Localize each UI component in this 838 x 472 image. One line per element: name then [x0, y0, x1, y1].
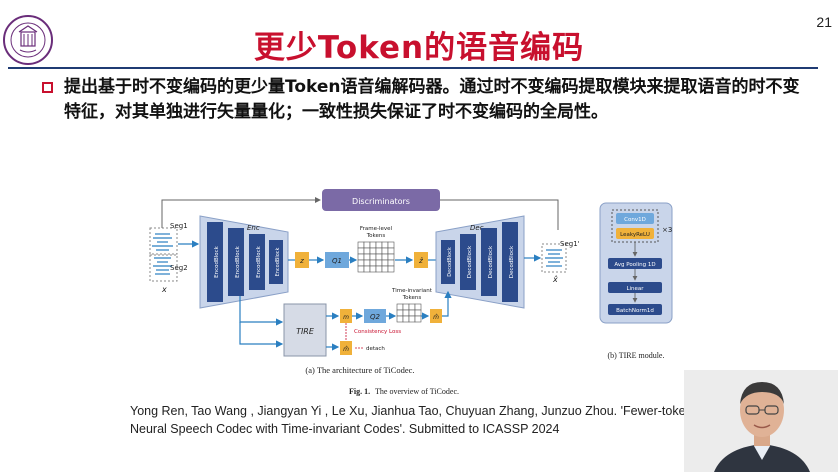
m-hat-box [430, 309, 442, 323]
consistency-loss-label: Consistency Loss [354, 329, 401, 335]
svg-text:EncodBlock: EncodBlock [256, 245, 262, 278]
svg-text:m̂: m̂ [433, 314, 439, 321]
slide-title: 更少Token的语音编码 [253, 30, 585, 66]
tire-block [283, 303, 327, 357]
svg-text:Q2: Q2 [370, 313, 381, 321]
svg-text:Q1: Q1 [332, 257, 342, 265]
conv1d-box [616, 213, 654, 224]
seg1-prime-box [541, 243, 567, 273]
svg-text:DecodBlock: DecodBlock [447, 247, 453, 277]
svg-text:z: z [299, 257, 304, 265]
repeat-count: ×3 [662, 226, 672, 234]
svg-text:BatchNorm1d: BatchNorm1d [616, 308, 654, 314]
svg-text:Linear: Linear [626, 286, 644, 292]
q1-box [325, 252, 349, 268]
enc-label: Enc [247, 224, 260, 232]
svg-text:m̂: m̂ [343, 346, 349, 353]
svg-text:Time-invariant: Time-invariant [391, 288, 433, 294]
seg1-box [149, 227, 178, 255]
bullet-icon [42, 82, 53, 93]
svg-text:m: m [343, 314, 349, 321]
decblock-4 [502, 222, 518, 302]
caption-a: (a) The architecture of TiCodec. [305, 365, 414, 375]
caption-b: (b) TIRE module. [608, 351, 665, 360]
reference-line-2: Neural Speech Codec with Time-invariant … [130, 422, 560, 436]
encblock-4 [269, 240, 283, 284]
svg-text:DecodBlock: DecodBlock [488, 245, 494, 278]
batchnorm-box [608, 304, 662, 315]
page-number: 21 [816, 14, 832, 30]
svg-text:EncodBlock: EncodBlock [235, 245, 241, 278]
seg2-box [149, 254, 178, 282]
output-x-hat-label: x̂ [552, 274, 558, 284]
detach-label: detach [366, 346, 385, 352]
decblock-1 [441, 240, 455, 284]
encblock-3 [249, 234, 265, 290]
output-waveform-icon [545, 249, 563, 267]
linear-box [608, 282, 662, 293]
svg-text:LeakyReLU: LeakyReLU [620, 232, 650, 238]
z-hat-box [414, 252, 428, 268]
svg-text:DecodBlock: DecodBlock [509, 245, 515, 278]
university-logo [3, 15, 53, 65]
discriminators-label: Discriminators [352, 197, 410, 206]
caption-fig-text: The overview of TiCodec. [375, 387, 459, 396]
leakyrelu-box [616, 228, 654, 239]
svg-text:Tokens: Tokens [366, 233, 386, 239]
seg1-prime-label: Seg1' [560, 240, 580, 248]
z-box [295, 252, 309, 268]
svg-text:DecodBlock: DecodBlock [467, 245, 473, 278]
svg-text:Conv1D: Conv1D [624, 217, 646, 223]
presenter-avatar [684, 370, 838, 472]
svg-text:EncodBlock: EncodBlock [275, 247, 281, 276]
discriminators-box [322, 189, 440, 211]
m-box [340, 309, 352, 323]
title-underline [8, 67, 818, 69]
frame-level-tokens-grid [357, 241, 395, 273]
presenter-webcam [684, 370, 838, 472]
svg-text:Frame-level: Frame-level [360, 226, 393, 232]
svg-text:EncodBlock: EncodBlock [214, 245, 220, 278]
seg1-label: Seg1 [170, 222, 188, 230]
encblock-2 [228, 228, 244, 296]
decblock-2 [460, 234, 476, 290]
svg-text:Avg Pooling 1D: Avg Pooling 1D [614, 262, 655, 268]
input-waveform-icon [152, 233, 173, 275]
dec-label: Dec [470, 224, 484, 232]
time-invariant-tokens-grid [396, 303, 422, 323]
decblock-3 [481, 228, 497, 296]
svg-text:Tokens: Tokens [402, 295, 422, 301]
svg-text:TIRE: TIRE [296, 327, 315, 336]
bullet-text: 提出基于时不变编码的更少量Token语音编解码器。通过时不变编码提取模块来提取语… [64, 77, 800, 122]
reference-line-1: Yong Ren, Tao Wang , Jiangyan Yi , Le Xu… [130, 404, 690, 418]
caption-fig-number: Fig. 1. [349, 387, 370, 396]
paper-reference: Yong Ren, Tao Wang , Jiangyan Yi , Le Xu… [130, 402, 690, 438]
seg2-label: Seg2 [170, 264, 188, 272]
input-x-label: x [161, 285, 167, 294]
ticodec-figure: Seg1 Seg2 x Discriminators Enc EncodBloc… [149, 189, 673, 396]
encblock-1 [207, 222, 223, 302]
avgpool-box [608, 258, 662, 269]
m-detach-box [340, 341, 352, 355]
q2-box [364, 309, 386, 323]
svg-text:ẑ: ẑ [418, 257, 423, 265]
